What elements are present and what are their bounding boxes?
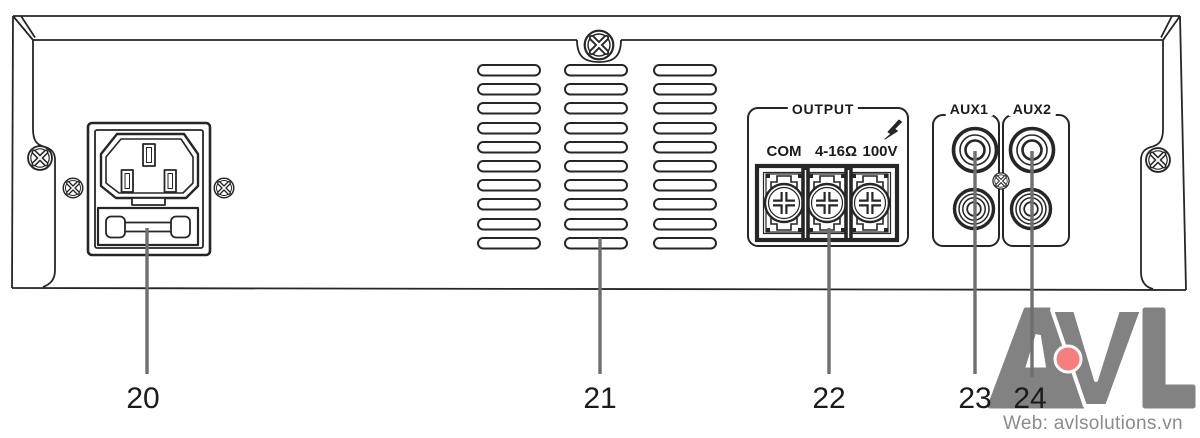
aux-center-screw xyxy=(991,171,1011,191)
ac-power-inlet xyxy=(86,121,212,257)
bevel-left xyxy=(12,15,36,41)
avl-logo xyxy=(987,307,1196,409)
logo-letter-a xyxy=(987,307,1086,409)
logo-letter-v xyxy=(1050,308,1144,408)
callout-number-23: 23 xyxy=(958,382,992,415)
top-screw-tab xyxy=(576,39,622,63)
terminal-label-100v: 100V xyxy=(862,143,898,160)
top-panel-screw xyxy=(585,31,614,60)
corner-screw-left xyxy=(28,146,52,170)
terminal-screw-4-16ohm xyxy=(808,174,846,232)
terminal-screw-100v xyxy=(851,174,889,232)
website-text: Web: avlsolutions.vn xyxy=(1003,413,1183,434)
output-terminal-block xyxy=(754,163,900,243)
ventilation-slots xyxy=(477,64,717,250)
terminal-screw-com xyxy=(765,174,803,232)
aux1-section-label: AUX1 xyxy=(945,102,993,116)
callout-number-24: 24 xyxy=(1013,382,1047,415)
lightning-bolt-icon xyxy=(884,119,902,140)
bevel-right xyxy=(1160,15,1181,41)
logo-letter-l xyxy=(1142,307,1196,409)
aux2-section-label: AUX2 xyxy=(1008,102,1056,116)
panel-left-edge xyxy=(32,40,56,288)
callout-number-22: 22 xyxy=(812,382,846,415)
output-section-label: OUTPUT xyxy=(787,102,859,116)
terminal-label-com: COM xyxy=(766,143,802,160)
callout-number-20: 20 xyxy=(126,382,160,415)
iec-socket-pins xyxy=(120,143,177,193)
callout-number-21: 21 xyxy=(583,382,617,415)
panel-right-edge xyxy=(1140,40,1164,290)
corner-screw-right xyxy=(1146,148,1170,172)
inlet-screw-right xyxy=(214,178,234,198)
callout-leader-lines xyxy=(145,151,1034,377)
iec-socket-outline xyxy=(99,132,200,200)
inlet-screw-left xyxy=(63,178,83,198)
logo-dot xyxy=(1053,344,1083,374)
terminal-label-4-16ohm: 4-16Ω xyxy=(814,143,858,160)
